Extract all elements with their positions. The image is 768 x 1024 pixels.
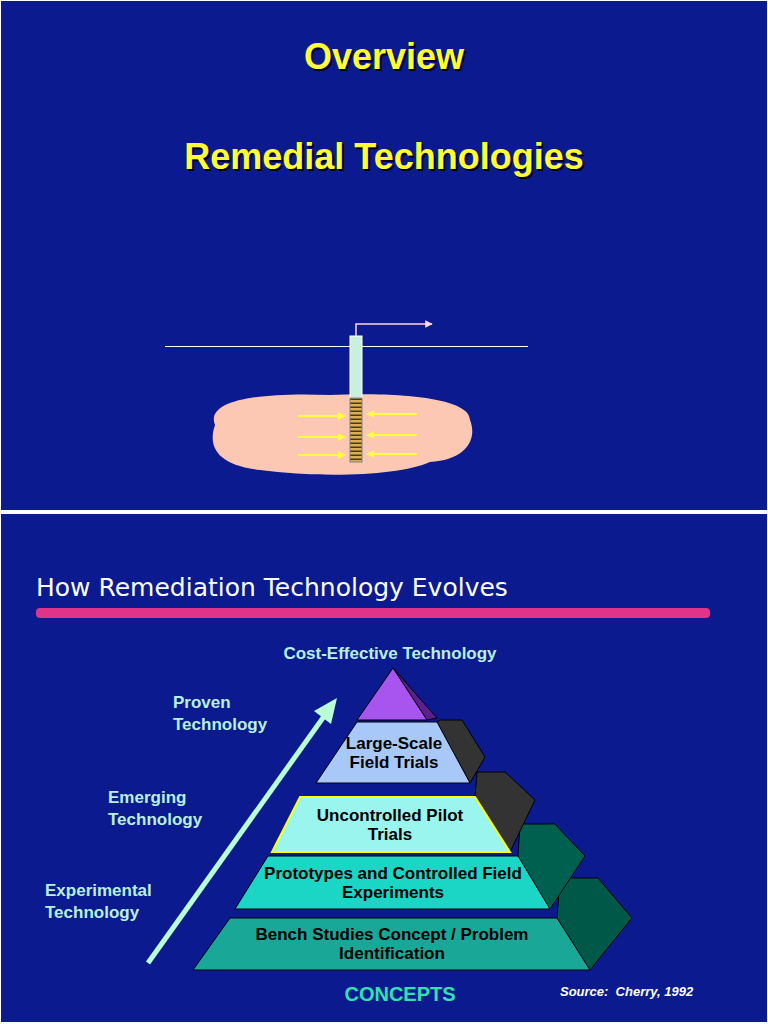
slide-title: How Remediation Technology Evolves (36, 573, 508, 602)
slide-background (1, 514, 768, 1023)
apex-label: Cost-Effective Technology (240, 643, 540, 665)
stage-label: Experimental Technology (45, 880, 170, 924)
slide-title: Remedial Technologies (84, 134, 684, 181)
stage-label: Proven Technology (173, 692, 298, 736)
well-illustration (165, 324, 528, 475)
title-underline (36, 608, 710, 618)
slide-title: Overview (84, 34, 684, 81)
base-label: CONCEPTS (300, 981, 500, 1007)
slide-background (1, 1, 768, 511)
pyramid-tier: Prototypes and Controlled Field Experime… (243, 864, 543, 902)
pyramid-tier: Large-Scale Field Trials (329, 734, 459, 772)
pyramid-tier: Bench Studies Concept / Problem Identifi… (222, 925, 562, 963)
tier-label: Large-Scale Field Trials (329, 734, 459, 772)
stage-label: Emerging Technology (108, 787, 233, 831)
tier-label: Bench Studies Concept / Problem Identifi… (222, 925, 562, 963)
source-note: Source: Cherry, 1992 (560, 984, 760, 1001)
pyramid-tier: Uncontrolled Pilot Trials (310, 806, 470, 844)
progression-arrow (148, 698, 337, 963)
tier-label: Prototypes and Controlled Field Experime… (243, 864, 543, 902)
tier-label: Uncontrolled Pilot Trials (310, 806, 470, 844)
pyramid (193, 668, 632, 970)
